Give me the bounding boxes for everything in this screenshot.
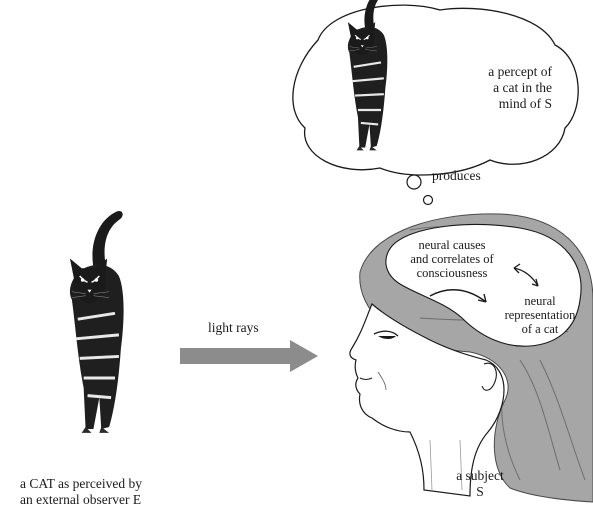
percept-label: a percept of a cat in the mind of S: [440, 64, 552, 112]
thought-bubble-large: [407, 175, 421, 189]
thought-bubble-small: [424, 196, 433, 205]
subject-label: a subject S: [440, 468, 520, 500]
light-rays-label: light rays: [208, 320, 259, 336]
neural-causes-label: neural causes and correlates of consciou…: [392, 238, 512, 280]
neural-representation-label: neural representation of a cat: [492, 294, 588, 336]
cat-icon: [70, 211, 124, 433]
light-rays-arrow: [180, 340, 318, 372]
produces-label: produces: [432, 168, 481, 184]
cat-caption: a CAT as perceived by an external observ…: [20, 476, 220, 508]
